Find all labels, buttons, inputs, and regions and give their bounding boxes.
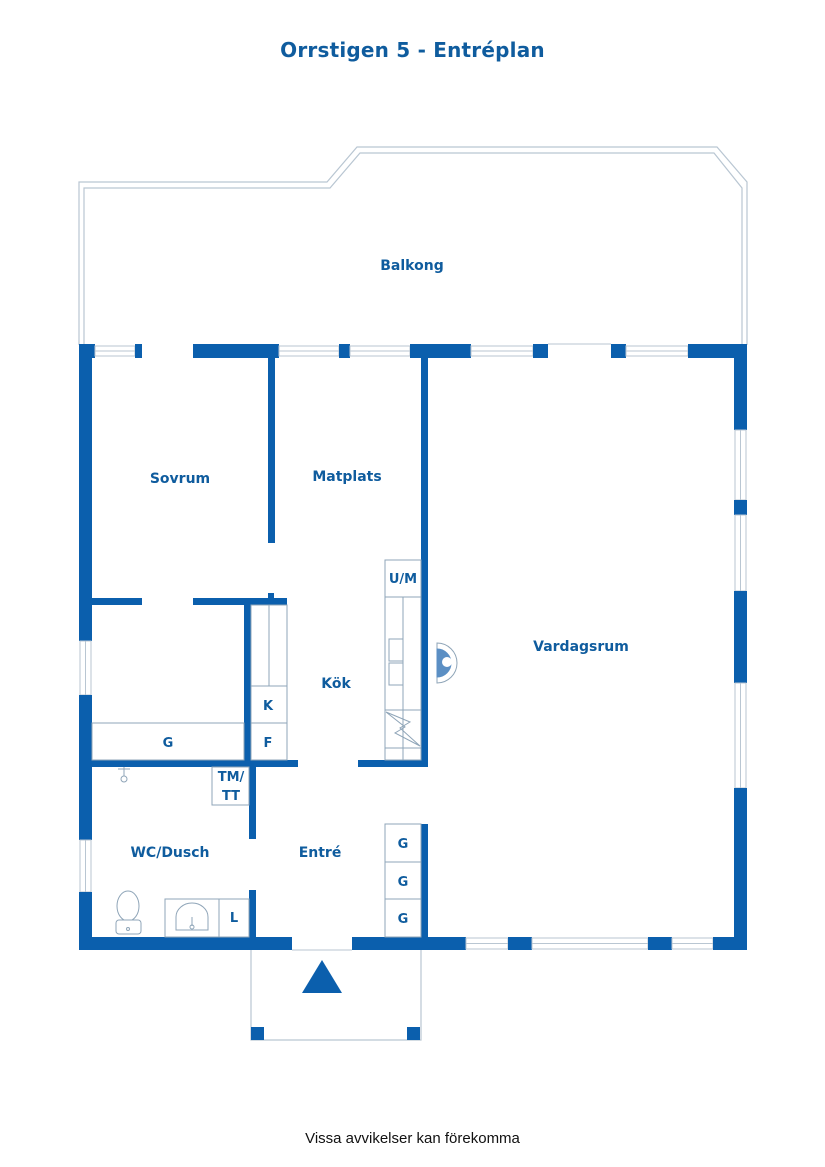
fridge-label: K: [263, 699, 274, 714]
page-title: Orrstigen 5 - Entréplan: [280, 38, 545, 62]
room-label-entre: Entré: [299, 845, 342, 861]
interior-walls: [92, 358, 428, 940]
laundry-box: [211, 766, 250, 806]
right-wall: [734, 344, 747, 950]
entrance-porch: [250, 949, 422, 1041]
entre-closet-1-label: G: [398, 837, 409, 852]
left-wall: [79, 344, 92, 950]
shower-icon: [118, 767, 130, 783]
room-label-vardagsrum: Vardagsrum: [533, 639, 629, 655]
kitchen-left-cabinets: [250, 604, 288, 761]
dishwasher-label: U/M: [389, 572, 417, 587]
top-wall: [79, 343, 747, 358]
entrance-arrow-icon: [302, 960, 342, 993]
entre-closet-3-label: G: [398, 912, 409, 927]
stove-icon: [385, 711, 421, 747]
room-label-balkong: Balkong: [380, 258, 443, 274]
entre-closets: [384, 823, 422, 938]
fireplace-icon: [436, 642, 458, 684]
closet-g: [91, 722, 245, 761]
toilet-icon: [115, 890, 142, 935]
room-label-wc-dusch: WC/Dusch: [130, 845, 209, 861]
washer-label: TM/: [218, 770, 245, 785]
entre-closet-2-label: G: [398, 875, 409, 890]
room-label-kok: Kök: [321, 676, 351, 692]
room-label-matplats: Matplats: [312, 469, 381, 485]
laundry-cabinet-label: L: [230, 911, 238, 926]
sink-icon: [175, 902, 209, 931]
disclaimer: Vissa avvikelser kan förekomma: [305, 1130, 520, 1147]
bottom-wall: [79, 937, 747, 950]
room-label-sovrum: Sovrum: [150, 471, 210, 487]
kitchen-counter: [384, 559, 422, 761]
balcony-outline: [78, 146, 748, 345]
closet-g-label: G: [163, 736, 174, 751]
dryer-label: TT: [222, 789, 240, 804]
freezer-label: F: [264, 736, 273, 751]
